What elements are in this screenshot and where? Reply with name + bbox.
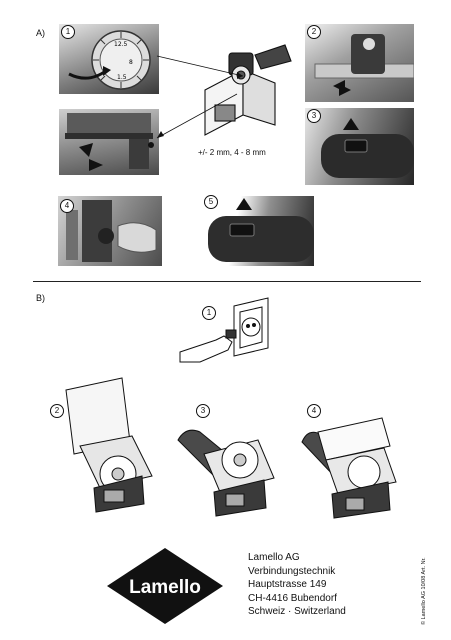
blade-cover-open-drawing — [65, 377, 153, 513]
company-city: CH-4416 Bubendorf — [248, 592, 337, 604]
copyright-note: © Lamello AG 10/08 Art. Nr. — [421, 557, 427, 625]
step-badge-a1: 1 — [61, 25, 75, 39]
step-badge-a4: 4 — [60, 199, 74, 213]
clamp-lever-illustration — [314, 34, 414, 96]
biscuit-joiner-drawing — [204, 44, 292, 136]
company-name: Lamello AG — [248, 552, 300, 563]
dial-mark-top: 12.5 — [114, 41, 128, 48]
step-badge-b4: 4 — [307, 404, 321, 418]
photo-a1-depth-dial: 12.5 1.5 8 — [59, 24, 159, 94]
photo-a-fence-detail — [59, 109, 159, 175]
company-address: Lamello AG Verbindungstechnik Hauptstras… — [248, 551, 346, 619]
step-badge-a2: 2 — [307, 25, 321, 39]
depth-dial-illustration: 12.5 1.5 8 — [68, 30, 151, 90]
photo-a2-clamp-lever — [305, 24, 414, 102]
blade-change-drawing — [177, 429, 275, 517]
photo-a4-hand-adjust — [58, 196, 162, 266]
fence-detail-illustration — [65, 113, 154, 171]
photo-a3-switch-lock — [305, 108, 414, 185]
step-badge-b2: 2 — [50, 404, 64, 418]
step-badge-b1: 1 — [202, 306, 216, 320]
hand-adjust-illustration — [66, 200, 157, 262]
company-division: Verbindungstechnik — [248, 565, 336, 577]
lamello-logo: Lamello — [107, 548, 223, 624]
step-badge-a3: 3 — [307, 109, 321, 123]
dial-mark-right: 8 — [129, 59, 133, 66]
step-badge-b3: 3 — [196, 404, 210, 418]
switch-on-illustration — [208, 198, 314, 262]
unplug-illustration — [179, 297, 269, 363]
section-a-label: A) — [36, 28, 45, 38]
company-country: Schweiz · Switzerland — [248, 606, 346, 617]
photo-a5-switch-on — [204, 196, 314, 266]
dial-mark-bottom: 1.5 — [117, 74, 127, 81]
company-street: Hauptstrasse 149 — [248, 579, 327, 590]
leader-lines — [156, 55, 244, 139]
switch-lock-illustration — [321, 118, 414, 178]
section-divider — [33, 281, 421, 282]
logo-text: Lamello — [129, 577, 201, 598]
blade-cover-close-drawing — [301, 417, 397, 519]
section-b-label: B) — [36, 293, 45, 303]
adjustment-caption: +/- 2 mm, 4 - 8 mm — [198, 148, 266, 157]
step-badge-a5: 5 — [204, 195, 218, 209]
